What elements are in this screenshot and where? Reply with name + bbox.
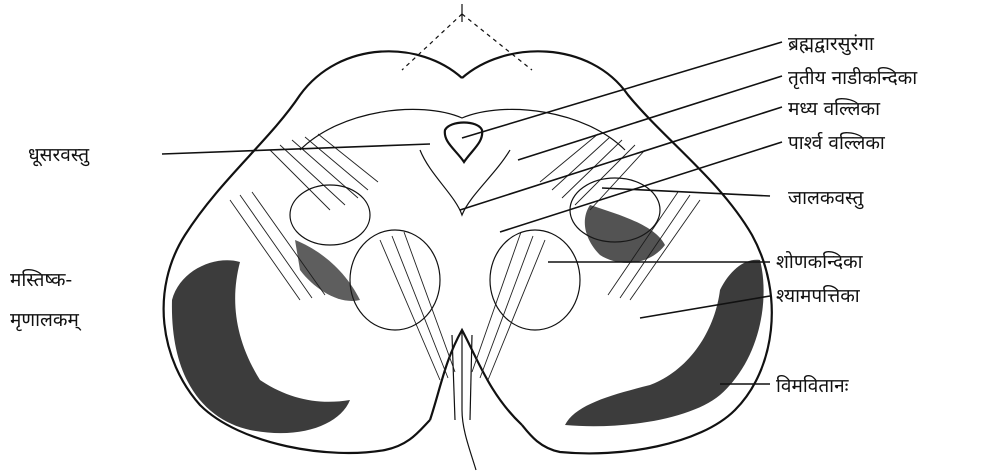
label-dhusaravastu: धूसरवस्तु bbox=[28, 144, 90, 167]
label-madhya-vallika: मध्य वल्लिका bbox=[788, 97, 881, 120]
label-mastishka-line1: मस्तिष्क- bbox=[10, 268, 72, 291]
leader-tritiya-nadikandika bbox=[518, 76, 782, 160]
left-labels: धूसरवस्तु मस्तिष्क- मृणालकम् bbox=[10, 144, 90, 332]
label-shonakandika: शोणकन्दिका bbox=[776, 250, 864, 273]
label-vimavitanah: विमवितानः bbox=[776, 374, 850, 397]
top-reference-lines bbox=[402, 4, 532, 70]
label-tritiya-nadikandika: तृतीय नाडीकन्दिका bbox=[788, 66, 918, 90]
dense-regions bbox=[172, 205, 764, 433]
leader-brahmadvarasuranga bbox=[462, 42, 782, 138]
leader-lines bbox=[162, 42, 782, 384]
leader-dhusaravastu bbox=[162, 144, 430, 154]
label-shyamapattika: श्यामपत्तिका bbox=[776, 284, 861, 307]
label-mastishka-line2: मृणालकम् bbox=[10, 309, 82, 332]
label-brahmadvarasuranga: ब्रह्मद्वारसुरंगा bbox=[788, 33, 875, 56]
label-parshva-vallika: पार्श्व वल्लिका bbox=[788, 131, 886, 154]
right-labels: ब्रह्मद्वारसुरंगा तृतीय नाडीकन्दिका मध्य… bbox=[776, 33, 918, 397]
leader-parshva-vallika bbox=[500, 142, 782, 232]
label-jalakavastu: जालकवस्तु bbox=[788, 187, 864, 210]
